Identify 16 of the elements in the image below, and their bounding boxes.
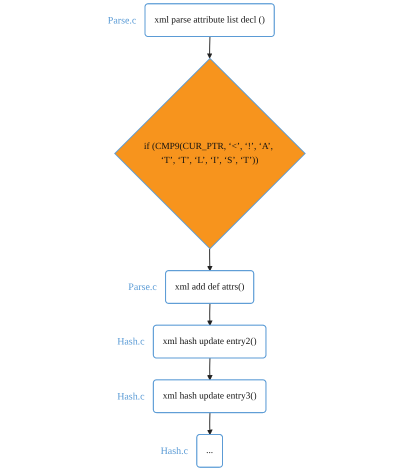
decision-diamond: if (CMP9(CUR_PTR, ‘<’, ‘!’, ‘A’, ‘T’, ‘T’, ‘L’, ‘I’, ‘S’, ‘T’)) <box>114 58 306 250</box>
file-name-label: Parse.c <box>128 282 156 294</box>
arrow <box>206 303 212 326</box>
process-box: xml parse attribute list decl () <box>144 3 274 37</box>
file-name-label: Hash.c <box>116 391 144 402</box>
process-box: xml hash update entry3() <box>152 379 266 414</box>
file-name-label: Parse.c <box>107 15 136 26</box>
process-box: xml add def attrs() <box>164 270 254 304</box>
arrow <box>206 358 212 380</box>
arrow <box>206 36 212 59</box>
file-name-label: Hash.c <box>160 446 188 457</box>
arrow <box>206 412 212 436</box>
arrow <box>206 248 212 272</box>
process-box: ... <box>196 434 223 468</box>
file-name-label: Hash.c <box>116 336 144 348</box>
process-box: xml hash update entry2() <box>152 324 266 358</box>
